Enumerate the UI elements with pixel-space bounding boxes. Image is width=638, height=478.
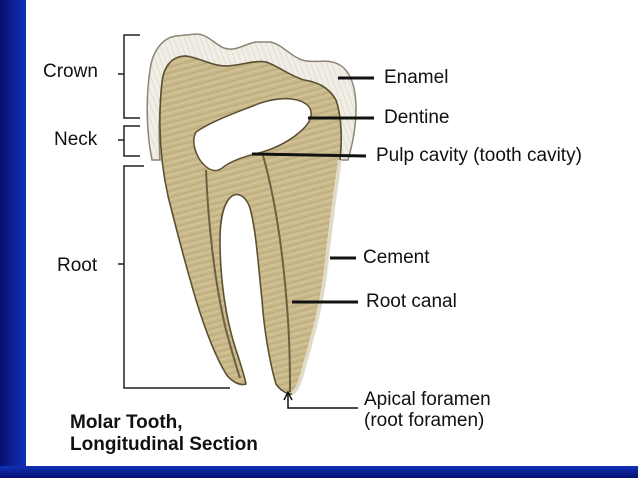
- apical-foramen-leader: [287, 394, 358, 409]
- figure-caption: Molar Tooth, Longitudinal Section: [70, 412, 258, 456]
- apical-foramen-sublabel: (root foramen): [364, 410, 485, 431]
- dentine-label: Dentine: [384, 107, 450, 128]
- slide-border-left: [0, 0, 26, 478]
- root-bracket: [118, 165, 230, 389]
- slide-border-bottom: [0, 466, 638, 478]
- root-label: Root: [57, 255, 98, 276]
- apical-foramen-label: Apical foramen: [364, 389, 491, 410]
- pulp-cavity: [193, 98, 312, 172]
- caption-line-1: Molar Tooth,: [70, 412, 183, 433]
- caption-line-2: Longitudinal Section: [70, 434, 258, 455]
- crown-label: Crown: [43, 61, 98, 82]
- root-canal-left: [205, 169, 241, 379]
- cementum-layer: [290, 159, 342, 396]
- enamel-label: Enamel: [384, 67, 449, 88]
- apical-foramen-arrowhead: [283, 390, 293, 401]
- root-canal-label: Root canal: [366, 291, 457, 312]
- pulp-cavity-leader: [251, 152, 367, 158]
- crown-bracket: [118, 34, 140, 119]
- root-canal-right: [261, 151, 291, 393]
- neck-bracket: [118, 125, 140, 157]
- cement-label: Cement: [363, 247, 430, 268]
- pulp-cavity-label: Pulp cavity (tooth cavity): [376, 145, 582, 166]
- neck-label: Neck: [54, 129, 98, 150]
